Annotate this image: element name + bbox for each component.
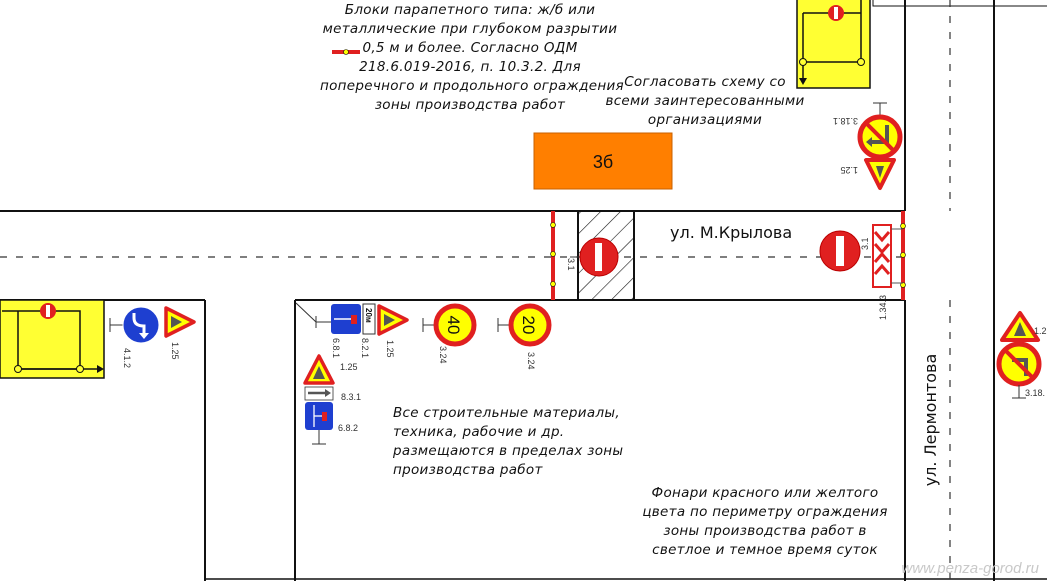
note-line: размещаются в пределах зоны [393,443,624,459]
note-line: организациями [647,112,763,128]
distance-plate-text: 20м [364,308,373,323]
warning-light-icon [550,281,556,287]
note-line: металлические при глубоком разрытии [322,21,618,37]
sign-label-3-18-1: 3.18.1 [833,116,858,126]
barrier-legend-icon [332,49,360,55]
road-works-sign-icon [377,304,409,336]
road-works-sign-icon [1000,311,1040,342]
barrier-east [900,211,906,300]
distance-plate-icon [362,303,376,335]
warning-light-icon [900,252,906,258]
warning-light-icon [550,222,556,228]
road-works-sign-icon [303,354,335,385]
no-entry-sign-icon [819,230,861,272]
sign-label-8-2-1: 8.2.1 [360,338,370,358]
watermark: www.penza-gorod.ru [901,560,1039,577]
note-line: светлое и темное время суток [652,542,878,558]
detour-scheme-top [796,0,871,89]
note-line: поперечного и продольного ограждения [320,78,624,94]
note-line: Фонари красного или желтого [651,485,879,501]
note-line: зоны производства работ [374,97,566,113]
note-line: Согласовать схему со [624,74,786,90]
speed-limit-40-sign-icon [422,303,477,347]
road-works-sign-icon [164,306,196,338]
sign-label-3-1-east: 3.1 [860,237,870,250]
building-label: 3б [593,152,613,172]
sign-label-1-25-right: 1.2 [1034,326,1047,336]
sign-label-1-25-low: 1.25 [340,362,358,372]
sign-label-1-25-mid: 1.25 [385,340,395,358]
sign-label-6-8-2: 6.8.2 [338,423,358,433]
note-line: Все строительные материалы, [393,405,620,421]
note-materials: Все строительные материалы, техника, раб… [393,404,633,480]
sign-label-3-24b: 3.24 [526,352,536,370]
sign-label-1-34-3: 1.34.3 [878,295,888,320]
no-left-turn-sign-icon [996,341,1042,399]
sign-label-3-24a: 3.24 [438,346,448,364]
speed-limit-40-value: 40 [444,316,463,335]
centerlines [0,0,951,581]
barrier-west [550,211,556,300]
note-line: 218.6.019-2016, п. 10.3.2. Для [359,59,581,75]
sign-label-8-3-1: 8.3.1 [341,392,361,402]
note-line: Блоки парапетного типа: ж/б или [344,2,596,18]
no-entry-sign-icon [570,237,619,277]
sign-label-6-8-1: 6.8.1 [331,338,341,358]
detour-scheme-left [0,299,105,379]
note-line: цвета по периметру ограждения [642,504,888,520]
note-agree: Согласовать схему со всеми заинтересован… [600,73,810,130]
note-line: зоны производства работ в [663,523,867,539]
road-works-sign-icon [864,158,896,190]
note-line: производства работ [393,462,543,478]
warning-light-icon [900,223,906,229]
sign-label-1-25-left: 1.25 [170,342,180,360]
dead-end-sign-icon [295,302,361,334]
note-line: 0,5 м и более. Согласно ОДМ [362,40,578,56]
speed-limit-20-sign-icon [497,303,552,347]
building-3b [533,132,673,190]
street-name-lermontova: ул. Лермонтова [921,354,940,487]
sign-label-3-18-2: 3.18. [1025,388,1045,398]
note-line: всеми заинтересованными [605,93,805,109]
no-right-turn-sign-icon [857,102,903,160]
speed-limit-20-value: 20 [519,316,538,335]
top-right-frame [872,0,1047,7]
note-lights: Фонари красного или желтого цвета по пер… [640,484,890,560]
warning-light-icon [550,251,556,257]
street-name-krylova: ул. М.Крылова [670,223,792,242]
sign-label-4-1-2: 4.1.2 [122,348,132,368]
note-line: техника, рабочие и др. [393,424,565,440]
dead-end-sign-icon [305,402,333,445]
note-barriers: Блоки парапетного типа: ж/б или металлич… [320,1,624,115]
chevron-board-icon [872,224,903,288]
sign-label-3-1: 3.1 [566,258,576,271]
detour-direction-plate-icon [304,386,334,401]
sign-label-1-25-top: 1.25 [840,165,858,175]
go-straight-or-right-sign-icon [109,306,160,344]
